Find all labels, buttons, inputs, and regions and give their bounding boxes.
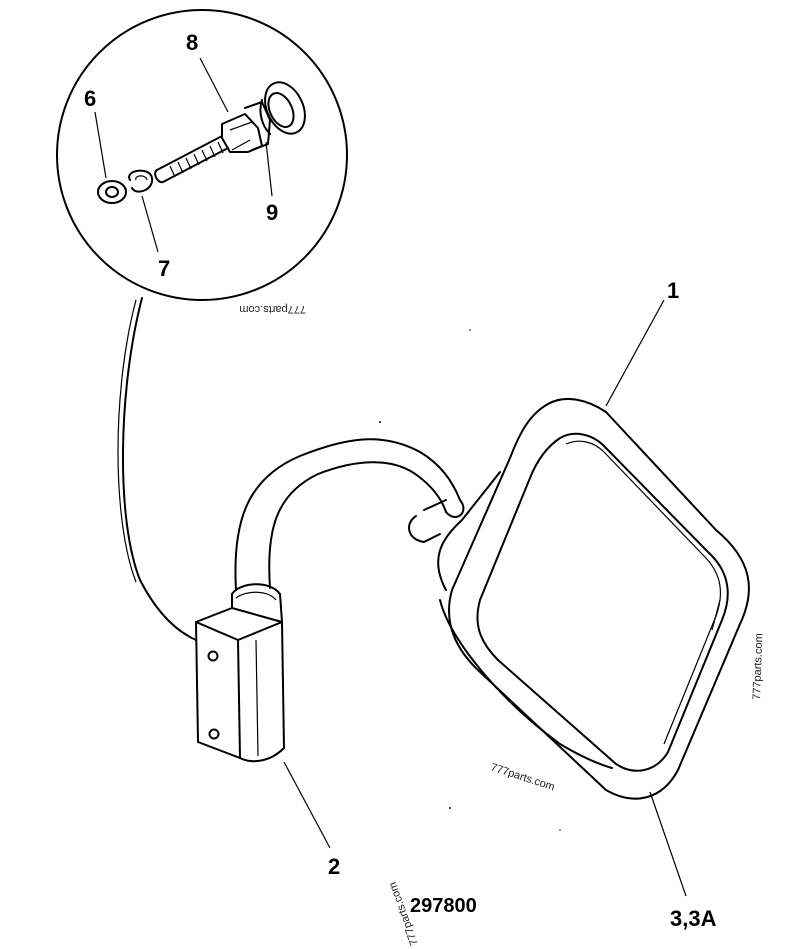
washer-part [97, 180, 127, 204]
scan-specks [379, 329, 561, 831]
callout-8: 8 [186, 30, 198, 55]
inset-connector [122, 297, 197, 641]
detail-inset: 6 8 9 7 [56, 9, 348, 301]
watermark-1: 777parts.com [239, 303, 306, 315]
watermark-2: 777parts.com [489, 761, 556, 793]
callout-6: 6 [84, 86, 96, 111]
callout-7: 7 [158, 256, 170, 281]
callout-2: 2 [328, 854, 340, 879]
callout-9: 9 [266, 200, 278, 225]
callout-1: 1 [667, 278, 679, 303]
drawing-ref-number: 297800 [410, 895, 477, 917]
spacer-part [259, 81, 306, 135]
arm-tube [234, 438, 465, 591]
bolt-part [154, 101, 271, 184]
spring-washer-part [128, 169, 154, 193]
callout-3-3a: 3,3A [670, 906, 717, 931]
watermark-3: 777parts.com [751, 633, 765, 700]
mirror-assembly [408, 397, 750, 800]
bracket-part [195, 583, 285, 763]
